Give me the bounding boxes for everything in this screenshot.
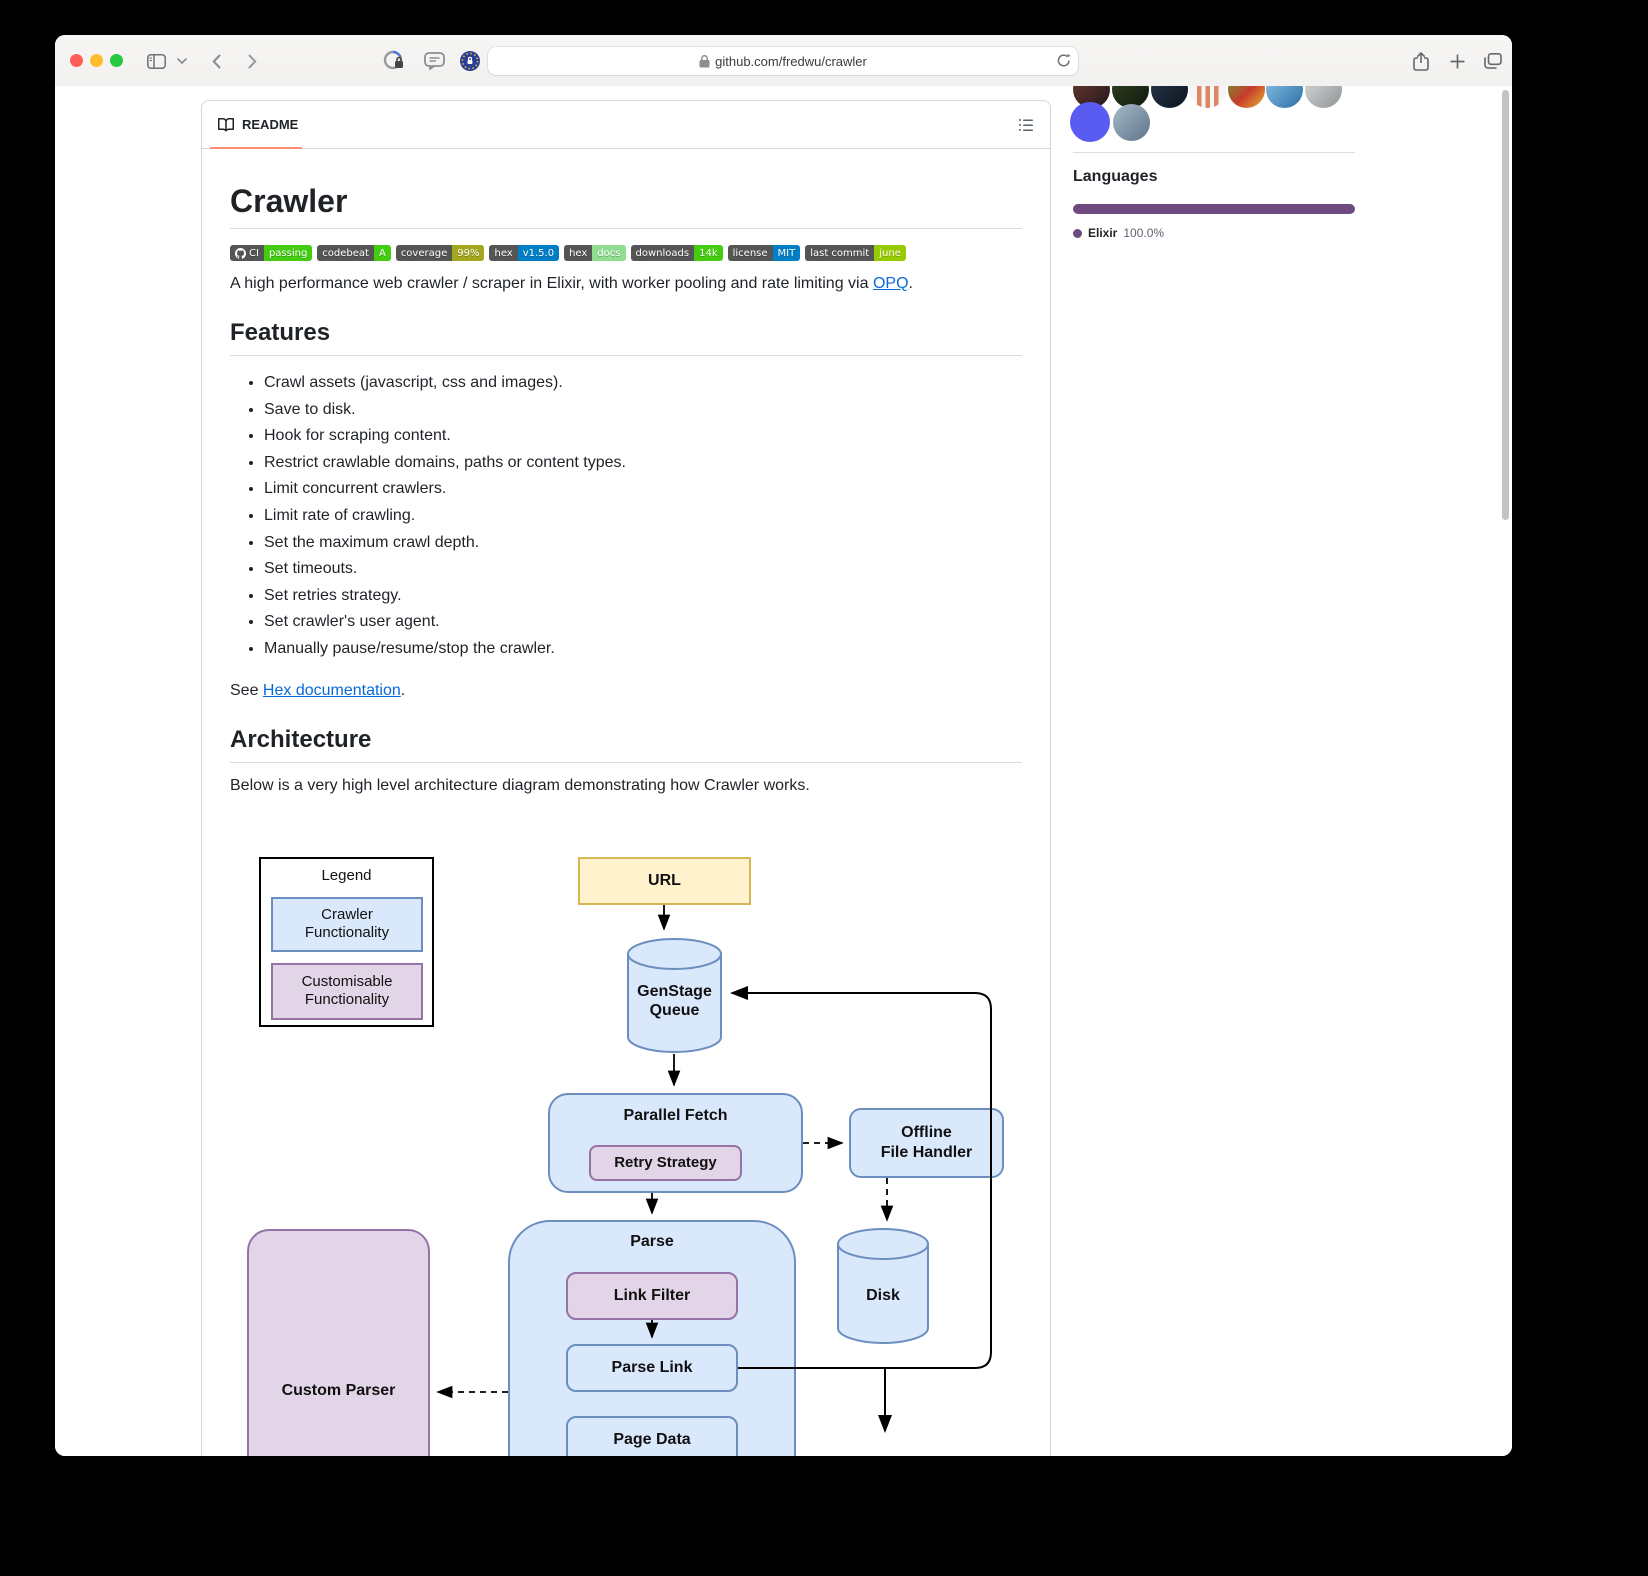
language-bar — [1073, 204, 1355, 214]
legend-title: Legend — [321, 866, 372, 884]
feature-item: Set crawler's user agent. — [264, 609, 1022, 636]
lock-icon — [699, 54, 710, 67]
chat-extension-icon[interactable] — [421, 48, 447, 74]
zoom-window-button[interactable] — [110, 54, 123, 67]
custom-parser-node — [247, 1228, 430, 1456]
badge-last-commit[interactable]: last commit june — [805, 245, 906, 261]
architecture-heading: Architecture — [230, 726, 1022, 763]
features-list: Crawl assets (javascript, css and images… — [230, 370, 1022, 663]
feature-item: Limit concurrent crawlers. — [264, 476, 1022, 503]
contributor-avatar[interactable] — [1112, 86, 1149, 108]
minimize-window-button[interactable] — [90, 54, 103, 67]
architecture-intro: Below is a very high level architecture … — [230, 776, 810, 794]
legend-customisable-functionality: Customisable Functionality — [271, 962, 423, 1020]
language-dot — [1073, 228, 1082, 238]
readme-panel: README Crawler CI passing codebeat A — [201, 100, 1051, 1456]
languages-heading: Languages — [1073, 168, 1158, 185]
link-filter-node: Link Filter — [566, 1271, 738, 1320]
feature-item: Crawl assets (javascript, css and images… — [264, 370, 1022, 397]
page-title: Crawler — [230, 183, 1022, 229]
see-docs-line: See Hex documentation. — [230, 681, 406, 699]
badges-row: CI passing codebeat A coverage 99% hex v… — [230, 245, 1022, 261]
back-button[interactable] — [203, 48, 229, 74]
contributor-avatar[interactable] — [1228, 86, 1265, 108]
address-url: github.com/fredwu/crawler — [715, 53, 867, 69]
parallel-fetch-label: Parallel Fetch — [623, 1106, 728, 1124]
password-extension-icon[interactable] — [381, 48, 407, 74]
feature-item: Save to disk. — [264, 397, 1022, 424]
tab-overview-icon[interactable] — [1480, 48, 1506, 74]
feature-item: Set the maximum crawl depth. — [264, 530, 1022, 557]
contributor-avatar[interactable] — [1151, 86, 1188, 108]
privacy-extension-icon[interactable] — [457, 48, 483, 74]
page-content: README Crawler CI passing codebeat A — [55, 86, 1512, 1456]
badge-hex-version[interactable]: hex v1.5.0 — [489, 245, 560, 261]
feature-item: Set retries strategy. — [264, 583, 1022, 610]
feature-item: Limit rate of crawling. — [264, 503, 1022, 530]
readme-header: README — [202, 101, 1050, 149]
page-data-node: Page Data — [566, 1415, 738, 1456]
custom-parser-label: Custom Parser — [281, 1381, 396, 1399]
badge-codebeat[interactable]: codebeat A — [317, 245, 391, 261]
offline-file-handler-node: Offline File Handler — [849, 1107, 1004, 1178]
forward-button[interactable] — [239, 48, 265, 74]
contributor-avatar[interactable] — [1266, 86, 1303, 108]
disk-label: Disk — [866, 1286, 900, 1304]
tab-readme[interactable]: README — [218, 117, 298, 133]
contributor-avatar[interactable] — [1189, 86, 1226, 108]
contributor-avatar[interactable] — [1305, 86, 1342, 108]
features-heading: Features — [230, 319, 1022, 356]
genstage-queue-label: GenStage Queue — [637, 982, 712, 1020]
feature-item: Manually pause/resume/stop the crawler. — [264, 636, 1022, 663]
browser-window: github.com/fredwu/crawler README — [55, 35, 1512, 1456]
reload-icon[interactable] — [1057, 53, 1071, 68]
retry-strategy-node: Retry Strategy — [589, 1144, 742, 1181]
project-description: A high performance web crawler / scraper… — [230, 275, 913, 292]
close-window-button[interactable] — [70, 54, 83, 67]
feature-item: Restrict crawlable domains, paths or con… — [264, 450, 1022, 477]
parse-link-node: Parse Link — [566, 1343, 738, 1392]
badge-coverage[interactable]: coverage 99% — [395, 245, 485, 261]
url-node: URL — [578, 856, 751, 905]
disk-cylinder — [837, 1227, 929, 1344]
share-icon[interactable] — [1408, 48, 1434, 74]
badge-downloads[interactable]: downloads 14k — [630, 245, 723, 261]
address-bar[interactable]: github.com/fredwu/crawler — [488, 47, 1078, 75]
browser-toolbar: github.com/fredwu/crawler — [55, 35, 1512, 87]
sidebar-toggle-icon[interactable] — [143, 48, 169, 74]
genstage-queue-cylinder — [627, 937, 722, 1053]
contributor-avatar[interactable] — [1070, 102, 1110, 142]
sidebar-divider — [1073, 152, 1355, 153]
legend-crawler-functionality: Crawler Functionality — [271, 896, 423, 952]
parse-label: Parse — [630, 1232, 674, 1250]
badge-ci[interactable]: CI passing — [230, 245, 313, 261]
page-scrollbar[interactable] — [1502, 90, 1509, 520]
readme-tab-label: README — [242, 117, 299, 132]
architecture-diagram: Legend Crawler Functionality Customisabl… — [230, 841, 1022, 1456]
book-icon — [218, 117, 234, 131]
language-row[interactable]: Elixir 100.0% — [1073, 226, 1164, 240]
active-tab-underline — [210, 147, 302, 149]
contributor-avatar[interactable] — [1113, 104, 1150, 141]
readme-body: Crawler CI passing codebeat A coverage 9… — [202, 149, 1050, 1456]
language-percent: 100.0% — [1123, 226, 1165, 240]
github-icon — [235, 247, 246, 259]
badge-license[interactable]: license MIT — [727, 245, 801, 261]
opq-link[interactable]: OPQ — [872, 275, 909, 292]
language-name: Elixir — [1088, 226, 1118, 240]
outline-icon[interactable] — [1018, 117, 1034, 133]
sidebar-chevron-icon[interactable] — [173, 48, 191, 74]
hex-documentation-link[interactable]: Hex documentation — [262, 681, 401, 699]
new-tab-icon[interactable] — [1444, 48, 1470, 74]
feature-item: Set timeouts. — [264, 556, 1022, 583]
feature-item: Hook for scraping content. — [264, 423, 1022, 450]
badge-hex-docs[interactable]: hex docs — [564, 245, 626, 261]
